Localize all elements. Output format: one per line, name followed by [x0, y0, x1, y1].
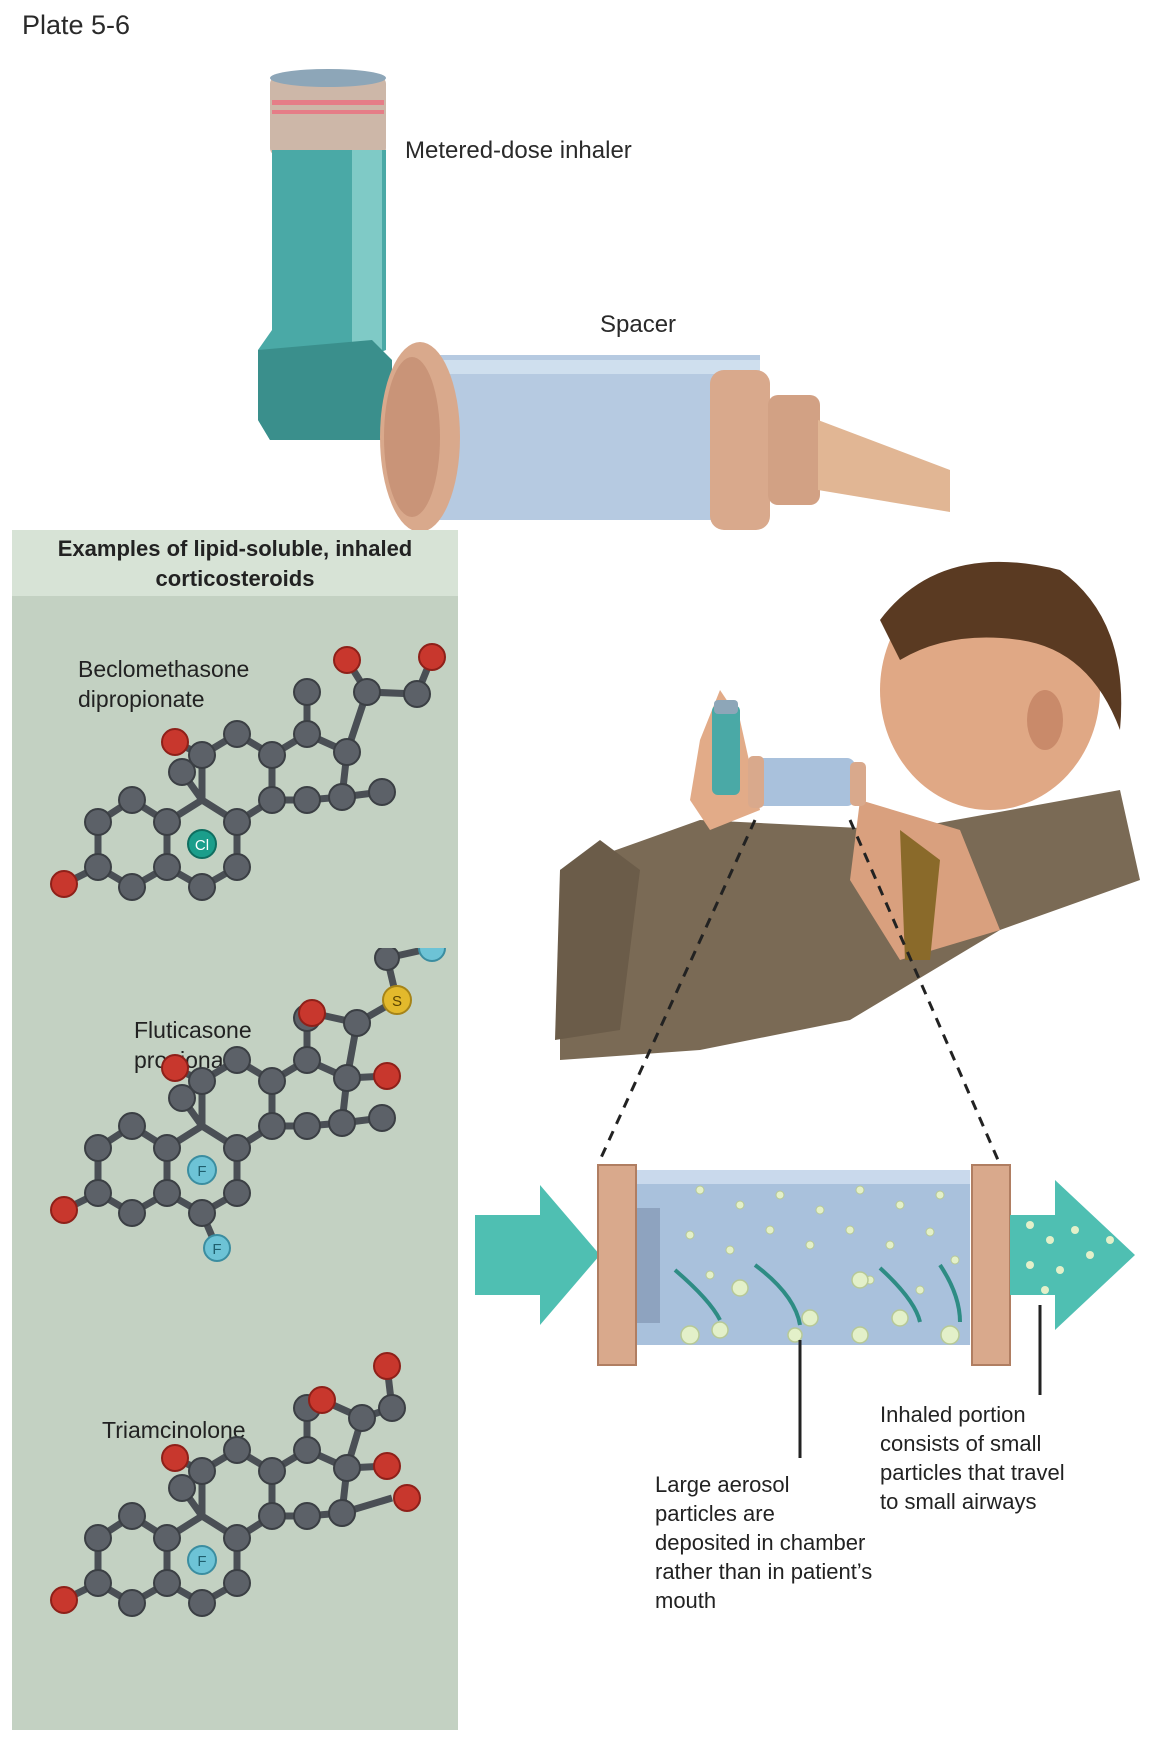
chlorine-atom-label: Cl: [195, 837, 209, 854]
sulfur-atom-label: S: [392, 993, 402, 1010]
inhaler-label: Metered-dose inhaler: [405, 137, 632, 164]
fluorine-atom-label-2: F: [212, 1241, 221, 1258]
man-figure: [555, 561, 1140, 1060]
metered-dose-inhaler: [258, 69, 392, 440]
plate-label: Plate 5-6: [22, 10, 131, 40]
molecule-name-beclomethasone: Beclomethasone dipropionate: [78, 656, 250, 712]
molecule-name-triamcinolone: Triamcinolone: [102, 1417, 246, 1443]
spacer-device: [380, 342, 950, 532]
fluorine-atom-label-3: F: [197, 1553, 206, 1570]
fluorine-atom-label: F: [197, 1163, 206, 1180]
inhaled-portion-caption: Inhaled portion consists of small partic…: [880, 1402, 1065, 1514]
fluticasone-molecule: S F F: [50, 948, 446, 1262]
panel-heading: Examples of lipid-soluble, inhaled corti…: [12, 530, 458, 596]
triamcinolone-molecule: F: [50, 1352, 421, 1617]
inhaler-spacer-illustration: [258, 69, 950, 532]
corticosteroid-panel: Examples of lipid-soluble, inhaled corti…: [12, 530, 458, 1730]
spacer-label: Spacer: [600, 311, 677, 338]
large-particles-caption: Large aerosol particles are deposited in…: [655, 1472, 873, 1613]
beclomethasone-molecule: Cl: [50, 643, 446, 901]
